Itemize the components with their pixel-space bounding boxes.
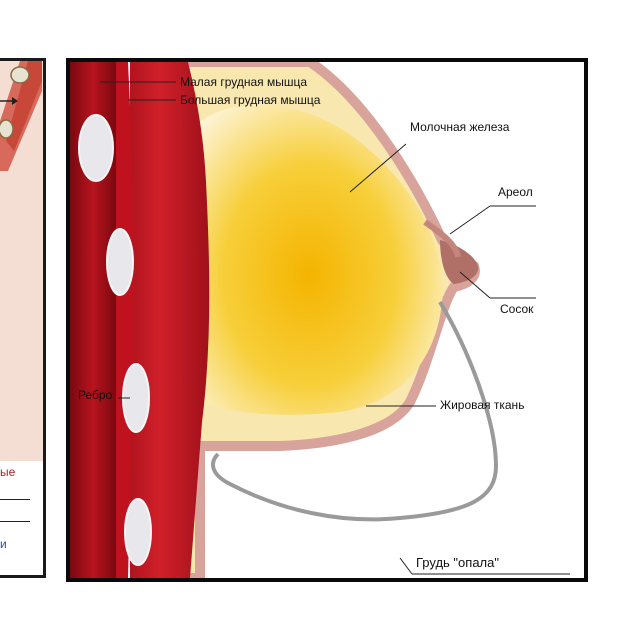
label-nipple: Сосок [500, 302, 534, 316]
left-panel-rule [0, 499, 30, 500]
anatomy-illustration [70, 62, 570, 578]
areola-band [423, 219, 461, 258]
rib [78, 114, 114, 182]
label-major-pectoral: Большая грудная мышца [180, 93, 321, 107]
label-fatty-tissue: Жировая ткань [440, 398, 525, 412]
mammary-gland [200, 104, 443, 415]
label-areola: Ареол [498, 185, 533, 199]
label-mammary-gland: Молочная железа [410, 120, 510, 134]
sagging-breast-outline [211, 300, 499, 522]
nipple [440, 240, 479, 284]
rib [124, 498, 152, 566]
left-panel-illustration [0, 61, 43, 461]
left-panel-fragment: ые и [0, 58, 46, 578]
rib [106, 228, 134, 296]
left-panel-rule [0, 521, 30, 522]
breast-anatomy-diagram: Малая грудная мышца Большая грудная мышц… [66, 58, 588, 582]
left-panel-text-blue: и [0, 537, 7, 551]
major-pectoral-muscle [110, 62, 210, 578]
label-minor-pectoral: Малая грудная мышца [180, 75, 308, 89]
label-sagging-breast: Грудь "опала" [416, 555, 499, 570]
label-rib: Ребро [78, 388, 113, 402]
left-panel-text-red: ые [0, 465, 16, 479]
